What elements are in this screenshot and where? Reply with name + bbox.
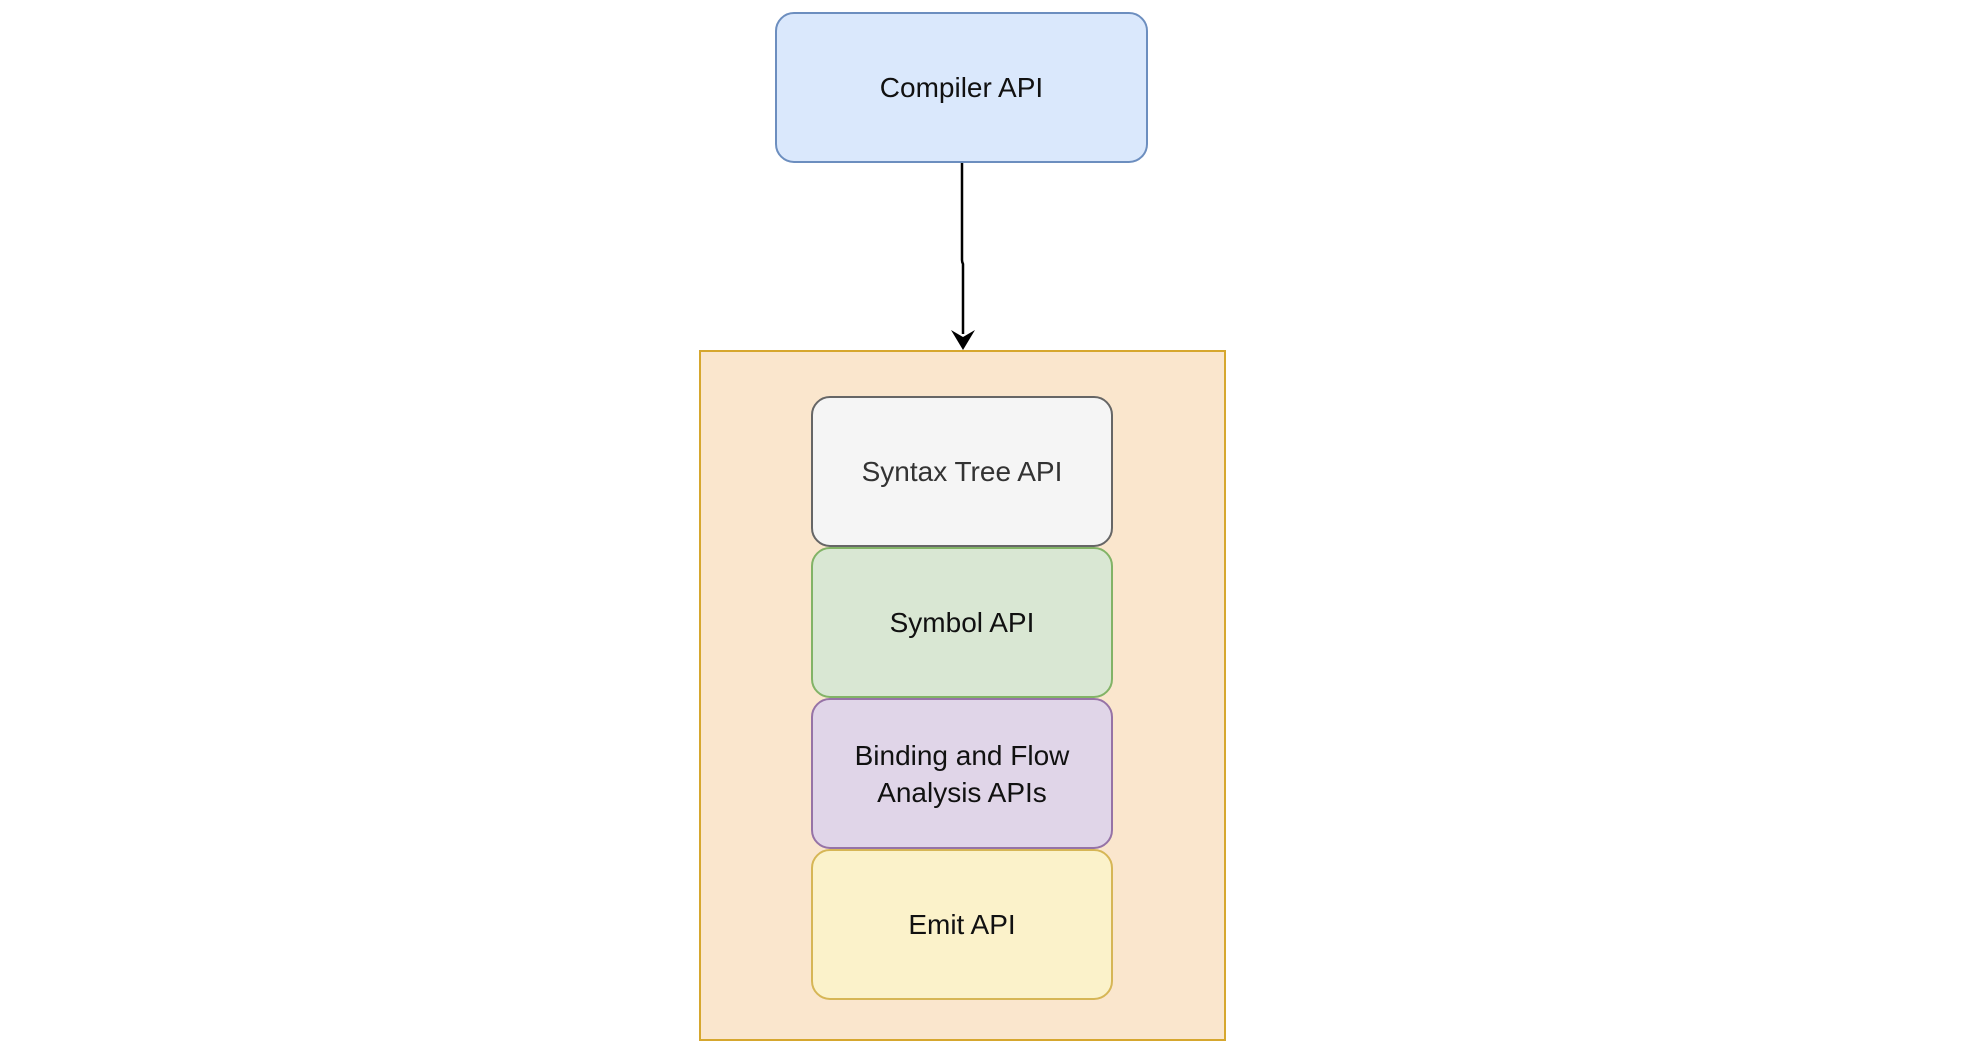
syntax-tree-api-label: Syntax Tree API <box>861 456 1063 487</box>
compiler-api-label: Compiler API <box>879 72 1044 103</box>
binding-flow-analysis-api-node[interactable]: Binding and Flow Analysis APIs <box>811 698 1113 849</box>
arrowhead-icon <box>951 330 975 350</box>
syntax-tree-api-node[interactable]: Syntax Tree API <box>811 396 1113 547</box>
compiler-api-node[interactable]: Compiler API <box>775 12 1148 163</box>
symbol-api-label: Symbol API <box>889 607 1035 638</box>
binding-flow-analysis-api-label: Binding and Flow Analysis APIs <box>854 739 1070 808</box>
emit-api-label: Emit API <box>908 909 1016 940</box>
symbol-api-node[interactable]: Symbol API <box>811 547 1113 698</box>
compiler-to-container-arrow <box>960 163 965 334</box>
emit-api-node[interactable]: Emit API <box>811 849 1113 1000</box>
